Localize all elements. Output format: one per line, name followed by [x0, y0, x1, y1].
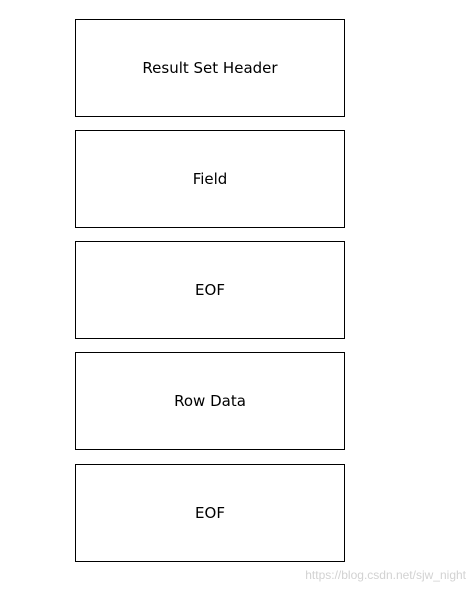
watermark-text: https://blog.csdn.net/sjw_night — [305, 568, 466, 582]
block-label: EOF — [195, 503, 225, 522]
block-eof-2: EOF — [75, 464, 345, 562]
block-label: Row Data — [174, 391, 246, 410]
block-label: Field — [192, 169, 228, 188]
block-field: Field — [75, 130, 345, 228]
block-result-set-header: Result Set Header — [75, 19, 345, 117]
block-label: Result Set Header — [142, 58, 278, 77]
block-eof-1: EOF — [75, 241, 345, 339]
block-label: EOF — [195, 280, 225, 299]
block-row-data: Row Data — [75, 352, 345, 450]
